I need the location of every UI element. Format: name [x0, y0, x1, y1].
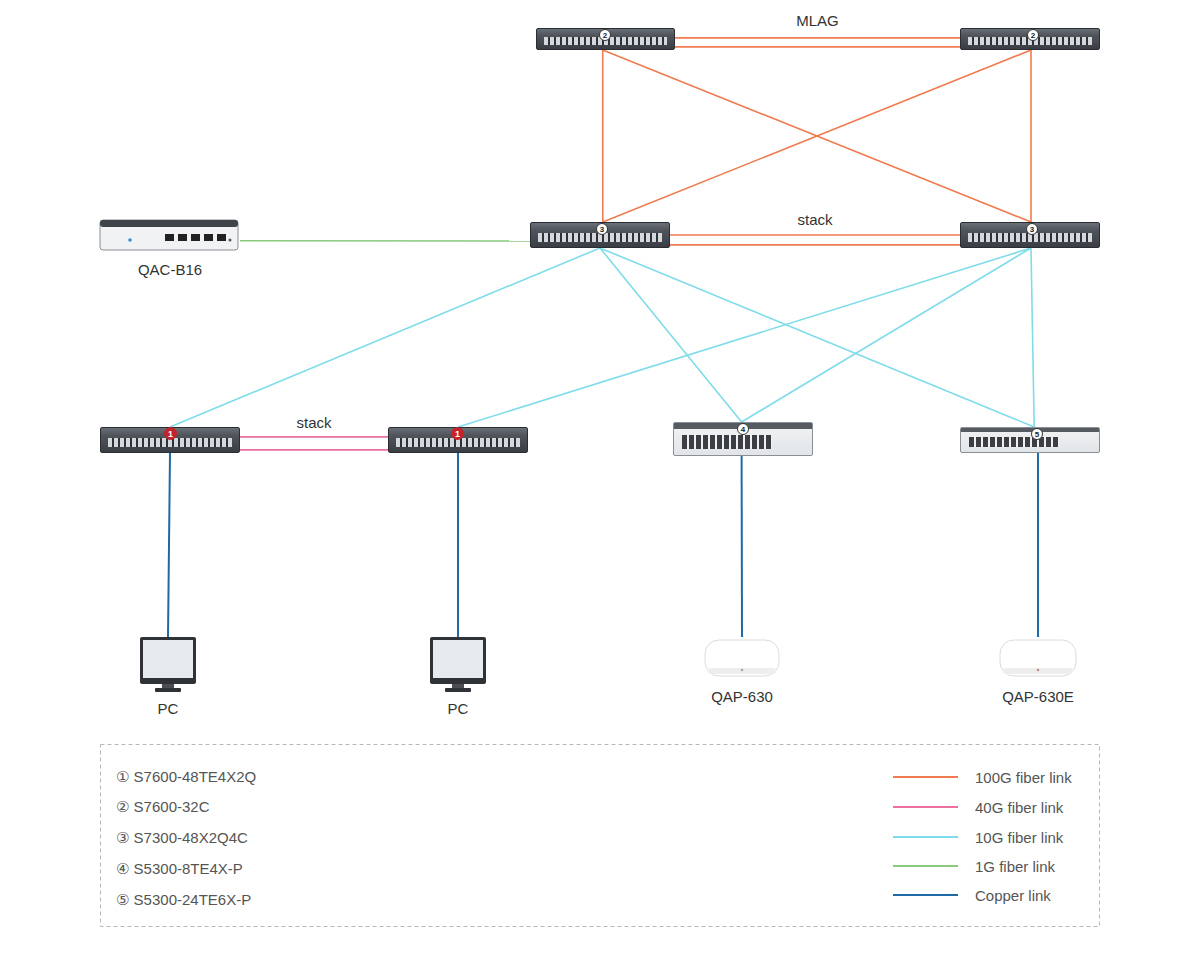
callout-number: 5	[1031, 428, 1043, 440]
link-line	[742, 248, 1031, 422]
controller-top	[100, 220, 238, 227]
switch-device: 3	[960, 222, 1100, 248]
link-line	[240, 240, 530, 242]
monitor-screen	[433, 640, 483, 678]
link-line	[603, 50, 1031, 222]
link-line	[600, 248, 742, 422]
link-line	[457, 453, 459, 637]
model-key: ② S7600-32C	[116, 798, 210, 816]
switch-device: 1	[100, 427, 240, 453]
access-point-edge	[708, 668, 776, 674]
callout-number: 4	[737, 423, 749, 435]
device-label: QAP-630	[680, 688, 804, 705]
link-line	[170, 248, 600, 427]
link-line	[600, 248, 1034, 427]
controller-port	[191, 234, 200, 241]
access-point-edge	[1003, 668, 1073, 674]
controller-led	[128, 238, 132, 242]
model-key: ① S7600-48TE4X2Q	[116, 768, 256, 786]
legend-swatch	[893, 865, 958, 867]
network-device: PC	[128, 637, 208, 717]
link-line	[603, 50, 1031, 222]
controller-port	[178, 234, 187, 241]
link-line	[168, 453, 170, 637]
network-device: PC	[418, 637, 498, 717]
access-point-body	[705, 640, 779, 676]
link-line	[240, 449, 388, 451]
legend-text: 100G fiber link	[975, 769, 1072, 786]
callout-number: 2	[599, 29, 611, 41]
link-line	[675, 37, 960, 39]
legend-text: Copper link	[975, 887, 1051, 904]
switch-device: 5	[960, 427, 1100, 453]
access-point-led	[1037, 669, 1040, 672]
device-label: QAP-630E	[976, 688, 1100, 705]
monitor-screen	[143, 640, 193, 678]
link-line	[602, 50, 604, 222]
model-key: ⑤ S5300-24TE6X-P	[116, 891, 251, 909]
link-line	[458, 248, 1031, 427]
network-device: QAC-B16	[100, 218, 240, 278]
link-line	[1030, 50, 1032, 222]
controller-port	[217, 234, 226, 241]
callout-number: 1	[164, 427, 177, 440]
network-device: QAP-630	[700, 637, 784, 705]
model-key: ④ S5300-8TE4X-P	[116, 860, 243, 878]
link-line	[670, 234, 960, 236]
switch-device: 2	[536, 28, 675, 50]
controller-body	[100, 220, 238, 250]
legend-frame	[101, 745, 1100, 927]
device-label: PC	[398, 700, 518, 717]
legend-swatch	[893, 836, 958, 838]
link-line	[675, 46, 960, 48]
callout-number: 2	[1027, 29, 1039, 41]
legend-text: 40G fiber link	[975, 799, 1063, 816]
link-label: stack	[296, 413, 331, 430]
network-device: QAP-630E	[996, 637, 1080, 705]
access-point-led	[741, 669, 744, 672]
monitor-base	[155, 688, 181, 692]
legend-text: 10G fiber link	[975, 829, 1063, 846]
link-label: MLAG	[796, 11, 839, 28]
monitor-frame	[140, 637, 196, 684]
link-line	[670, 244, 960, 246]
legend-text: 1G fiber link	[975, 858, 1055, 875]
controller-port	[204, 234, 213, 241]
switch-device: 2	[960, 28, 1100, 50]
monitor-base	[445, 688, 471, 692]
legend-swatch	[893, 776, 958, 778]
switch-device: 4	[673, 422, 813, 456]
link-line	[741, 456, 743, 637]
callout-number: 1	[451, 427, 464, 440]
legend-swatch	[893, 806, 958, 808]
callout-number: 3	[1026, 223, 1038, 235]
callout-number: 3	[596, 223, 608, 235]
switch-device: 1	[388, 427, 528, 453]
monitor-stand	[452, 684, 464, 688]
device-label: PC	[108, 700, 228, 717]
device-label: QAC-B16	[80, 261, 260, 278]
link-label: stack	[797, 211, 832, 228]
controller-button	[229, 239, 232, 242]
link-line	[240, 436, 388, 438]
link-line	[1031, 248, 1034, 427]
link-line	[1037, 453, 1039, 637]
controller-port	[165, 234, 174, 241]
model-key: ③ S7300-48X2Q4C	[116, 829, 248, 847]
monitor-stand	[162, 684, 174, 688]
legend-swatch	[893, 894, 958, 896]
monitor-frame	[430, 637, 486, 684]
access-point-body	[1000, 640, 1076, 676]
switch-device: 3	[530, 222, 670, 248]
